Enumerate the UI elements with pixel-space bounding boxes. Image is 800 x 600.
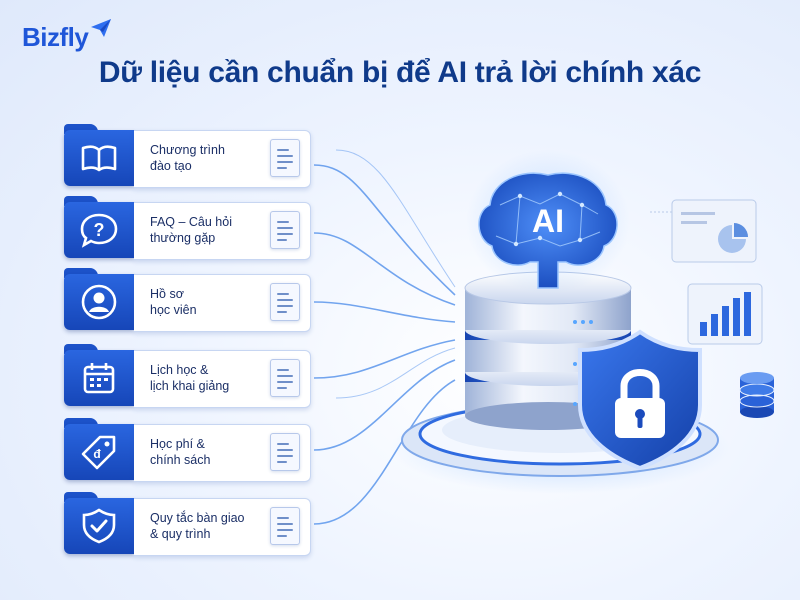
document-icon [270, 359, 300, 397]
card-label: FAQ – Câu hỏi thường gặp [150, 215, 232, 245]
document-icon [270, 211, 300, 249]
shield-check-icon [64, 498, 134, 554]
price-tag-icon: đ [64, 424, 134, 480]
data-card-tuition: đ Học phí & chính sách [64, 418, 312, 482]
card-label: Học phí & chính sách [150, 437, 211, 467]
data-card-faq: ? FAQ – Câu hỏi thường gặp [64, 196, 312, 260]
brain-icon: AI [466, 150, 630, 294]
card-label: Lịch học & lịch khai giảng [150, 363, 230, 393]
card-label: Quy tắc bàn giao & quy trình [150, 511, 245, 541]
dashboard-panel-icon [650, 199, 757, 263]
ai-label: AI [532, 203, 564, 239]
brand-name: Bizfly [22, 22, 89, 52]
card-label: Chương trình đào tạo [150, 143, 225, 173]
calendar-icon [64, 350, 134, 406]
document-icon [270, 433, 300, 471]
document-icon [270, 507, 300, 545]
card-label: Hồ sơ học viên [150, 287, 197, 317]
document-icon [270, 139, 300, 177]
question-bubble-icon: ? [64, 202, 134, 258]
data-card-handover-rules: Quy tắc bàn giao & quy trình [64, 492, 312, 556]
data-card-training-program: Chương trình đào tạo [64, 124, 312, 188]
connector-lines [313, 149, 456, 525]
security-shield-lock-icon [578, 329, 702, 471]
brand-logo: Bizfly [22, 19, 112, 53]
document-icon [270, 283, 300, 321]
database-mini-icon [739, 372, 775, 418]
svg-text:đ: đ [93, 447, 101, 461]
user-profile-icon [64, 274, 134, 330]
svg-text:?: ? [94, 220, 105, 240]
book-icon [64, 130, 134, 186]
page-title: Dữ liệu cần chuẩn bị để AI trả lời chính… [98, 56, 702, 89]
data-card-student-profile: Hồ sơ học viên [64, 268, 312, 332]
bar-chart-icon [687, 283, 763, 345]
paper-plane-icon [91, 19, 112, 37]
data-card-schedule: Lịch học & lịch khai giảng [64, 344, 312, 408]
